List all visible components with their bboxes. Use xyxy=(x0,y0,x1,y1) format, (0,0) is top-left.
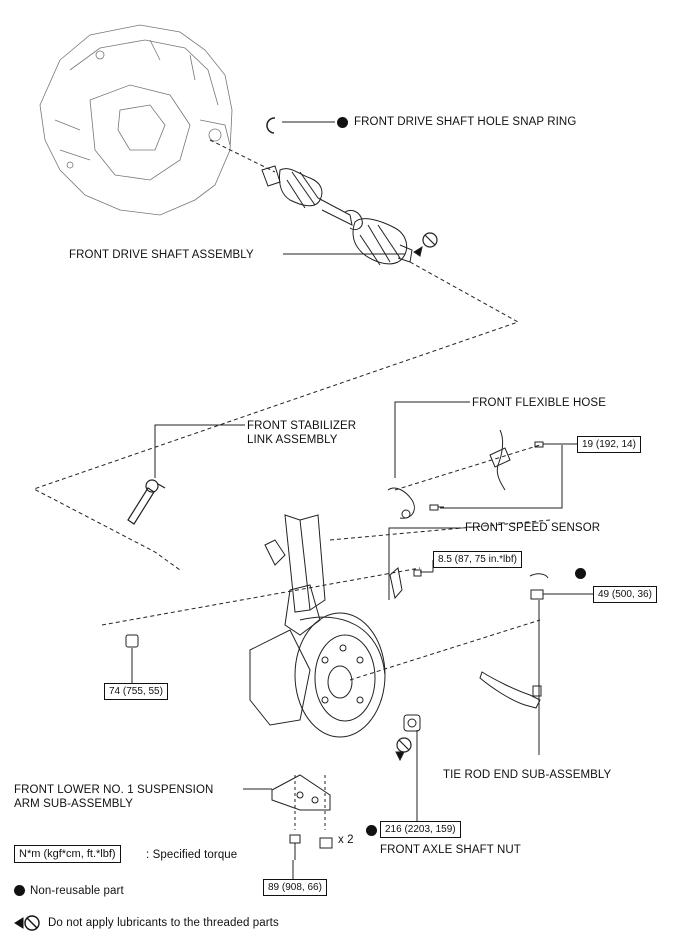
tie-rod-label: TIE ROD END SUB-ASSEMBLY xyxy=(443,769,612,781)
quantity-label: x 2 xyxy=(338,834,354,846)
drive-shaft-shape xyxy=(261,165,413,266)
non-reusable-icon-cotter-pin xyxy=(575,568,586,579)
non-reusable-icon-axle-nut xyxy=(366,825,377,836)
stabilizer-nut-shape xyxy=(125,634,139,648)
legend-torque-desc: : Specified torque xyxy=(146,849,238,861)
speed-sensor-label: FRONT SPEED SENSOR xyxy=(465,522,601,534)
torque-lower-arm-bolts: 89 (908, 66) xyxy=(263,879,327,896)
lower-arm-bolt xyxy=(289,834,301,860)
axle-nut-shape xyxy=(403,714,421,732)
no-lube-icon-axle xyxy=(395,737,412,762)
snap-ring-label: FRONT DRIVE SHAFT HOLE SNAP RING xyxy=(354,116,577,128)
legend-non-reusable-icon xyxy=(14,885,25,896)
drive-shaft-label: FRONT DRIVE SHAFT ASSEMBLY xyxy=(69,249,254,261)
flexible-hose-shape xyxy=(387,429,511,519)
lower-arm-bracket-shape xyxy=(271,774,331,811)
legend-non-reusable-text: Non-reusable part xyxy=(30,885,124,897)
stabilizer-link-label-2: LINK ASSEMBLY xyxy=(247,434,338,446)
tie-rod-end-shape xyxy=(479,671,542,709)
legend-no-lube-icon xyxy=(14,915,40,931)
legend-torque-box: N*m (kgf*cm, ft.*lbf) xyxy=(14,845,121,863)
lower-arm-nut xyxy=(319,837,333,849)
strut-knuckle-shape xyxy=(249,514,326,726)
torque-axle-nut: 216 (2203, 159) xyxy=(380,821,461,838)
tie-rod-nut xyxy=(530,589,544,600)
cotter-pin-shape xyxy=(529,573,549,579)
speed-sensor-shape xyxy=(389,567,422,600)
torque-sensor-bolt: 8.5 (87, 75 in.*lbf) xyxy=(433,551,522,568)
lower-arm-label-2: ARM SUB-ASSEMBLY xyxy=(14,798,133,810)
hose-bolts xyxy=(429,441,550,511)
snap-ring-shape xyxy=(266,117,276,134)
no-lube-icon-shaft xyxy=(413,232,438,257)
stabilizer-link-shape xyxy=(127,479,166,525)
torque-stabilizer-nut: 74 (755, 55) xyxy=(104,683,168,700)
legend-no-lube-text: Do not apply lubricants to the threaded … xyxy=(48,917,279,929)
lower-arm-label-1: FRONT LOWER NO. 1 SUSPENSION xyxy=(14,784,214,796)
axle-nut-label: FRONT AXLE SHAFT NUT xyxy=(380,844,521,856)
flexible-hose-label: FRONT FLEXIBLE HOSE xyxy=(472,397,606,409)
torque-hose-bolt: 19 (192, 14) xyxy=(577,436,641,453)
brake-rotor-shape xyxy=(294,612,386,738)
torque-tie-rod-nut: 49 (500, 36) xyxy=(593,586,657,603)
stabilizer-link-label-1: FRONT STABILIZER xyxy=(247,420,357,432)
non-reusable-icon-snap-ring xyxy=(337,117,348,128)
transaxle-housing xyxy=(39,24,233,216)
